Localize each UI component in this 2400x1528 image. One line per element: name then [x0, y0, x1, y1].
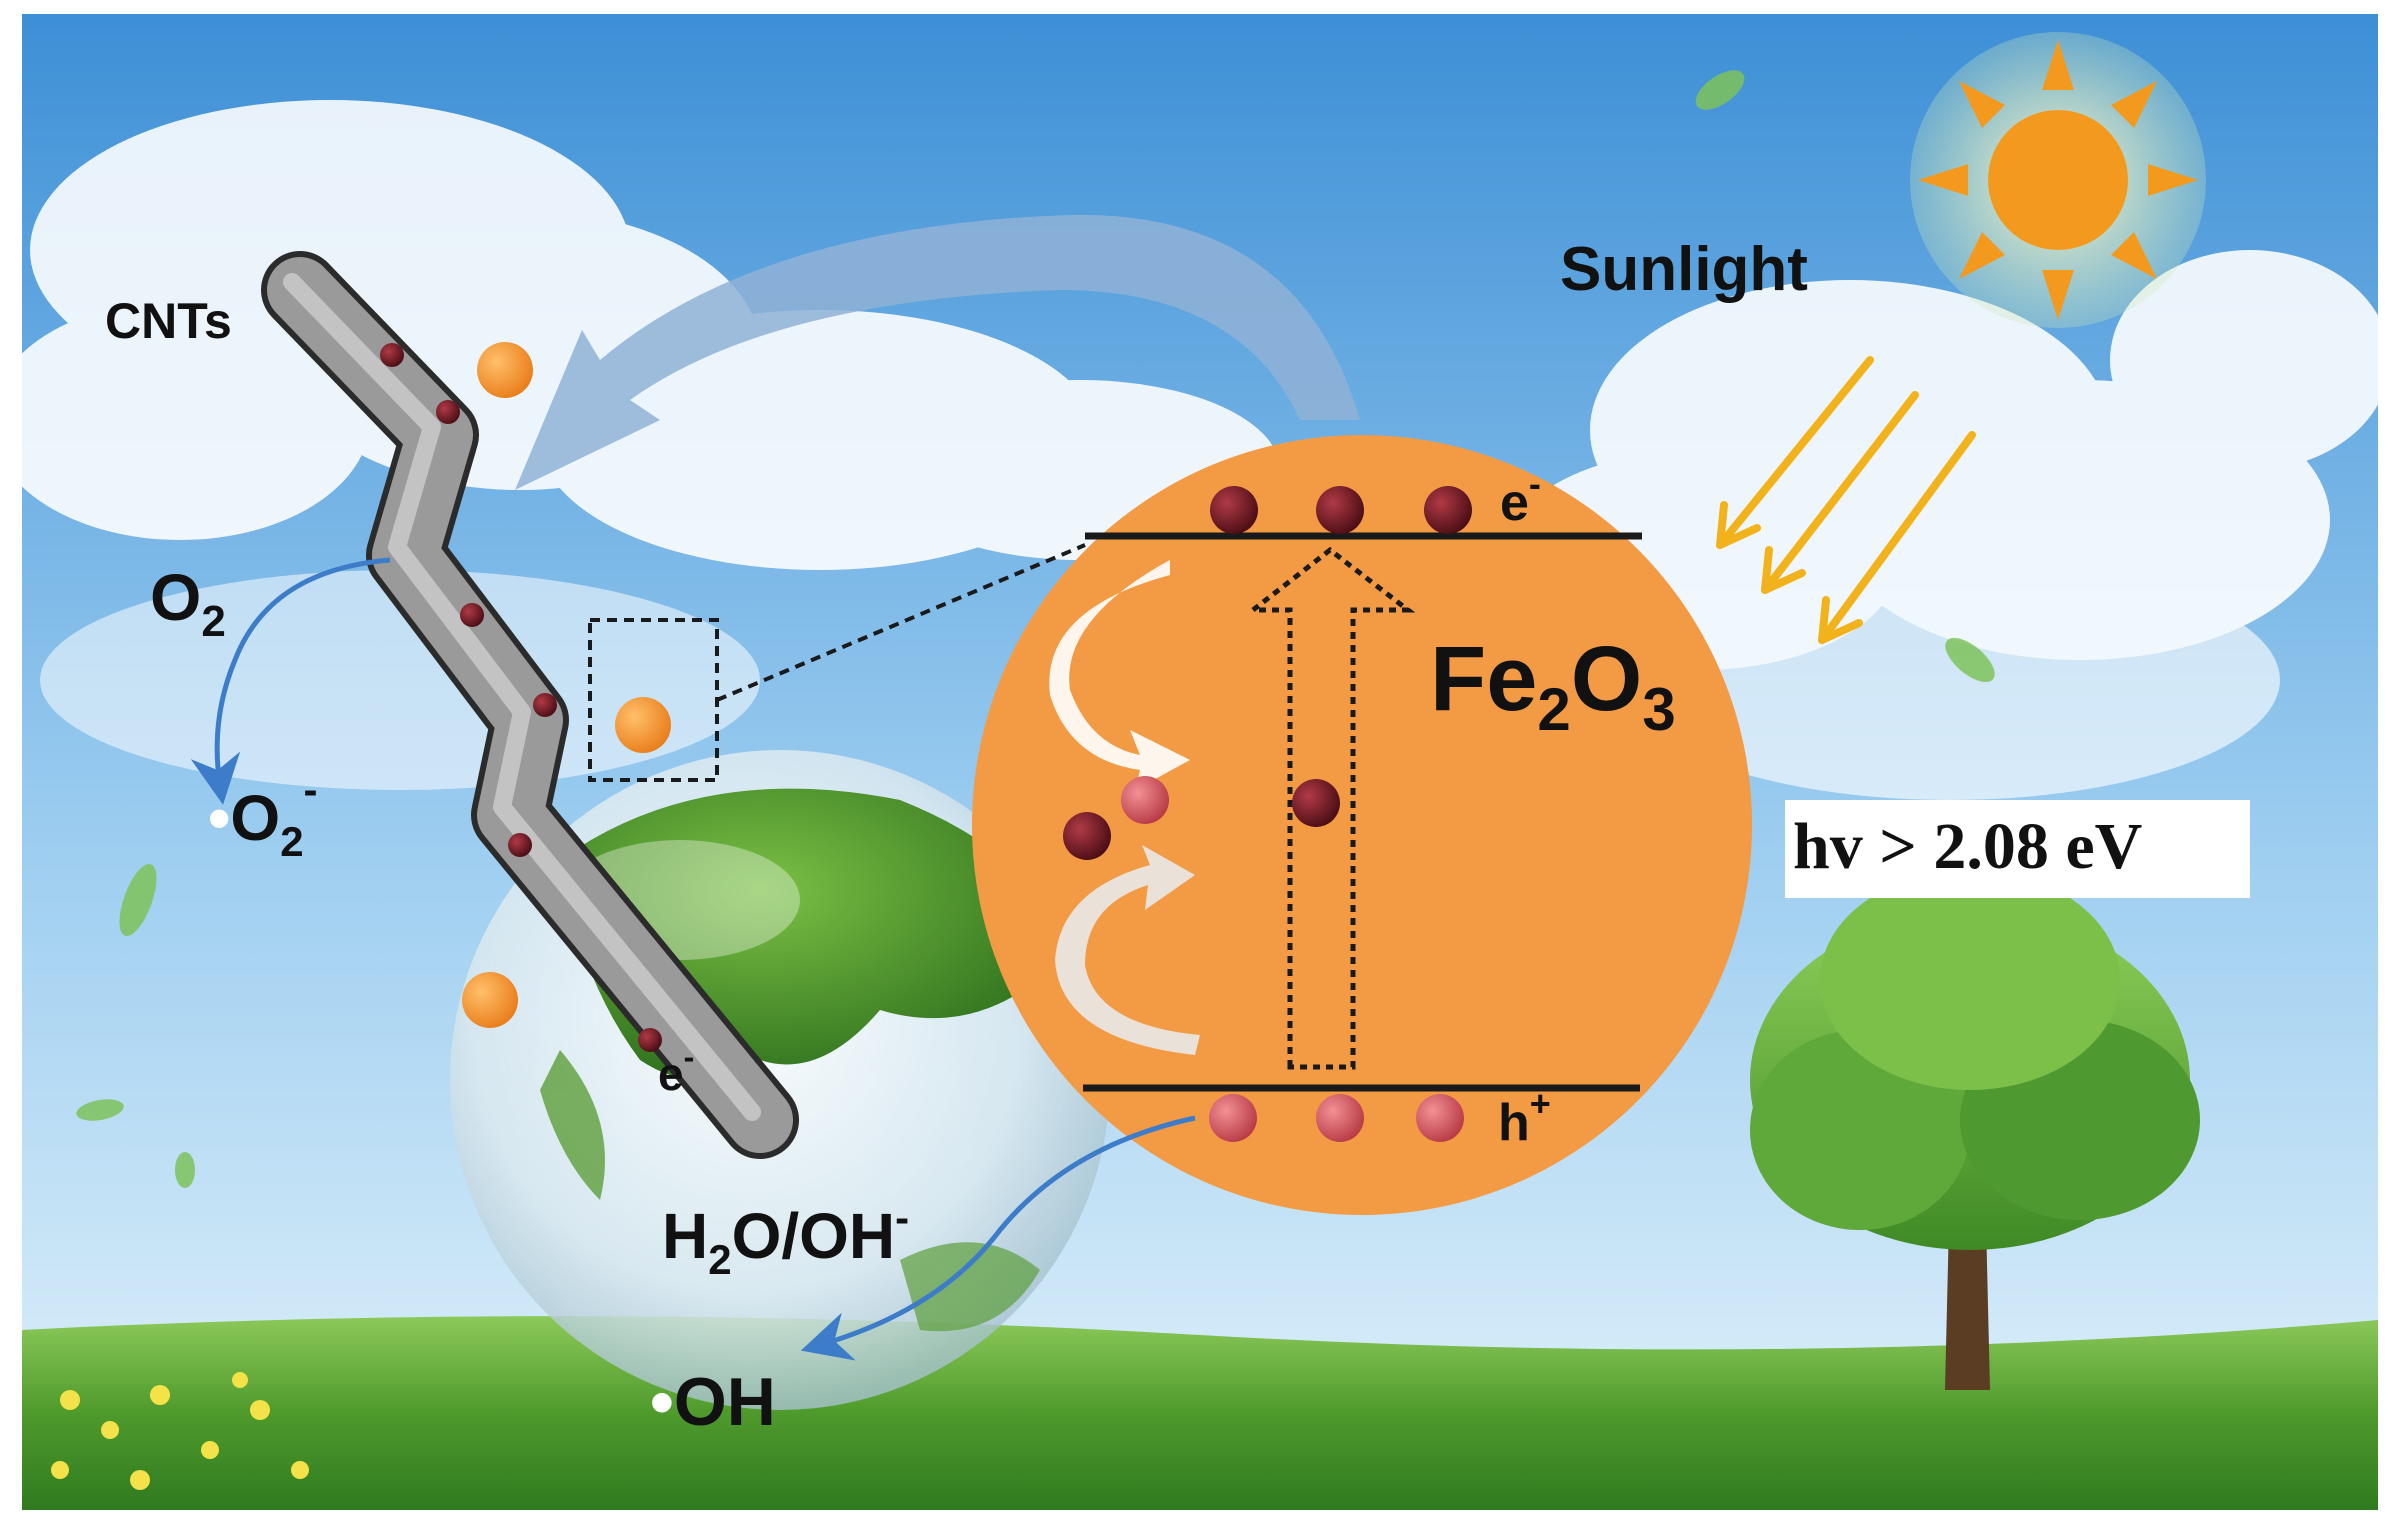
water-oxidation-arrow: [800, 1115, 1196, 1361]
grass-field: [22, 1316, 2378, 1510]
fe2o3-nanoparticles: [462, 342, 671, 1028]
hydroxyl-label: •OH: [650, 1364, 776, 1440]
cnts-label: CNTs: [105, 293, 232, 349]
cnt-electrons: [380, 343, 662, 1052]
o2-reduction-arrow: [190, 557, 391, 805]
excited-electron: [1292, 779, 1340, 827]
recombining-hole: [1121, 776, 1169, 824]
water-label: H2O/OH-: [662, 1194, 909, 1283]
vb-holes: [1209, 1094, 1464, 1142]
fe2o3-particle: [972, 435, 1752, 1215]
vb-hole-label: h+: [1498, 1083, 1551, 1152]
flowers: [51, 1372, 309, 1490]
sunlight-arrows: [1716, 356, 1976, 644]
electron-transfer-arrow: [515, 214, 1360, 490]
sun-icon: [1910, 32, 2206, 328]
recombining-electron: [1063, 812, 1111, 860]
tree-icon: [1750, 870, 2200, 1390]
sunlight-label: Sunlight: [1560, 235, 1808, 304]
recombination-arrows: [1049, 560, 1200, 1055]
cb-electron-label: e-: [1500, 463, 1541, 532]
excitation-arrow: [1245, 546, 1416, 1070]
cb-electrons: [1210, 486, 1472, 534]
zoom-connector: [716, 543, 1086, 702]
photon-energy-box: [1785, 800, 2250, 898]
o2-label: O2: [150, 560, 226, 646]
fe2o3-label: Fe2O3: [1430, 628, 1676, 743]
superoxide-label: •O2-: [208, 766, 318, 865]
cnt-electron-label: e-: [658, 1039, 694, 1100]
photon-energy-label: hv > 2.08 eV: [1793, 810, 2142, 883]
cnt-tube: [261, 251, 799, 1159]
